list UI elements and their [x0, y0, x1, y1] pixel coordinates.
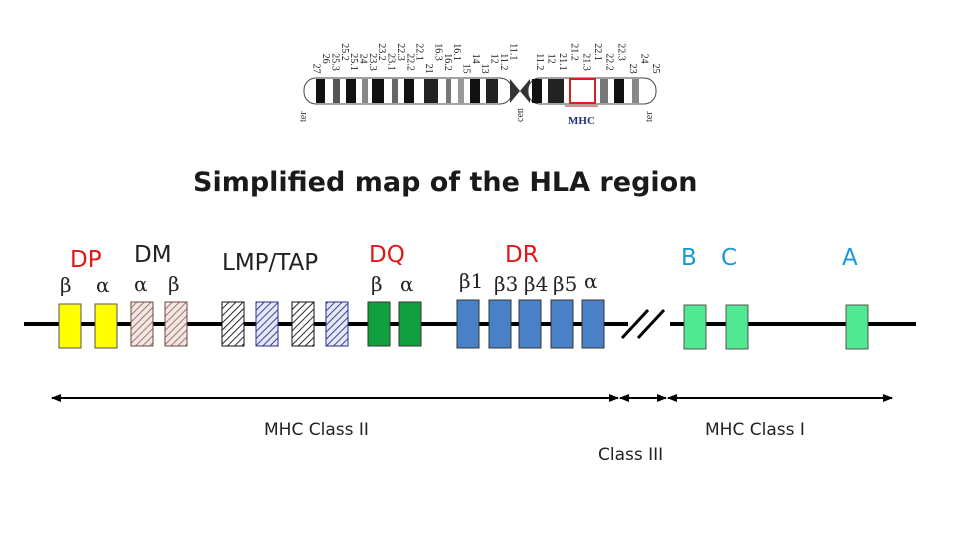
chromosome-ideogram: 272625.325.225.12423.323.223.122.322.222… [298, 43, 661, 127]
p-arm-band-label: 12 [489, 54, 500, 64]
dq-alpha-label: α [400, 272, 414, 296]
p-arm-band-label: 24 [358, 54, 369, 64]
q-arm-band-label: 21.3 [580, 53, 591, 70]
dr-beta1-gene [456, 299, 480, 349]
p-arm-band-label: 14 [470, 54, 481, 64]
q-arm-band-label: 12 [545, 54, 556, 64]
p-arm-band-label: 26 [320, 54, 331, 64]
ter-left-label: ter [298, 111, 309, 122]
dr-alpha-gene [581, 299, 605, 349]
band-labels: 272625.325.225.12423.323.223.122.322.222… [311, 43, 662, 73]
lmp-gene-1 [221, 301, 245, 347]
p-arm-band-label: 25.3 [329, 53, 340, 70]
dp-beta-label: β [60, 273, 72, 297]
b-label: B [681, 245, 697, 271]
q-arm-band-label: 21.2 [569, 43, 580, 61]
p-arm-band-label: 23.2 [376, 43, 387, 61]
hla-c-gene [725, 304, 749, 350]
dr-beta3-label: β3 [494, 272, 518, 296]
dp-alpha-label: α [96, 273, 110, 297]
q-arm-band-label: 25 [650, 64, 661, 74]
p-arm-band-label: 13 [479, 64, 490, 74]
dr-beta5-label: β5 [553, 272, 577, 296]
ter-right-label: ter [644, 111, 655, 122]
dr-beta4-label: β4 [524, 272, 548, 296]
gene-boxes [58, 299, 869, 350]
q-arm-band-label: 23 [627, 64, 638, 74]
p-arm-band-label: 11.1 [507, 43, 518, 60]
q-arm-band-label: 24 [639, 54, 650, 64]
dm-beta-gene [164, 301, 188, 347]
q-arm-band-label: 22.1 [592, 43, 603, 61]
class2-label: MHC Class II [264, 420, 369, 440]
p-arm-band-label: 22.3 [395, 43, 406, 61]
tap-gene-1 [255, 301, 279, 347]
diagram-title: Simplified map of the HLA region [193, 167, 697, 198]
p-arm-band-label: 21 [423, 64, 434, 74]
hla-a-gene [845, 304, 869, 350]
axis-break-icon [620, 308, 666, 340]
dr-beta5-gene [550, 299, 574, 349]
p-arm-band-label: 16.1 [451, 43, 462, 61]
p-arm-band-label: 22.2 [404, 53, 415, 70]
p-arm-band-label: 23.1 [386, 53, 397, 70]
dr-beta4-gene [518, 299, 542, 349]
mhc-label: MHC [568, 115, 595, 127]
p-arm-band-label: 16.2 [442, 53, 453, 70]
p-arm-band-label: 15 [461, 64, 472, 74]
p-arm-band-label: 22.1 [414, 43, 425, 61]
dq-label: DQ [369, 242, 405, 268]
q-arm-band-label: 21.1 [557, 53, 568, 70]
dm-label: DM [134, 242, 172, 268]
p-arm-band-label: 27 [311, 64, 322, 74]
c-label: C [721, 245, 737, 271]
dp-label: DP [70, 247, 102, 273]
dp-beta-gene [58, 303, 82, 349]
dq-beta-gene [367, 301, 391, 347]
lmp-gene-2 [291, 301, 315, 347]
hla-b-gene [683, 304, 707, 350]
lmp-tap-label: LMP/TAP [222, 250, 318, 276]
class1-label: MHC Class I [705, 420, 805, 440]
p-arm-band-label: 11.2 [498, 53, 509, 70]
class3-label: Class III [598, 445, 663, 465]
dm-alpha-label: α [134, 272, 148, 296]
dm-alpha-gene [130, 301, 154, 347]
dq-beta-label: β [371, 272, 383, 296]
q-arm-band-label: 11.2 [534, 53, 545, 70]
p-arm-band-label: 25.2 [339, 43, 350, 61]
q-arm-band-label: 22.2 [604, 53, 615, 70]
dr-label: DR [505, 242, 539, 268]
q-arm-band-label: 22.3 [615, 43, 626, 61]
dr-alpha-label: α [584, 269, 598, 293]
dq-alpha-gene [398, 301, 422, 347]
dr-beta3-gene [488, 299, 512, 349]
dp-alpha-gene [94, 303, 118, 349]
dr-beta1-label: β1 [459, 269, 483, 293]
tap-gene-2 [325, 301, 349, 347]
chromosome-body [303, 77, 657, 107]
a-label: A [842, 245, 858, 271]
p-arm-band-label: 25.1 [348, 53, 359, 70]
p-arm-band-label: 16.3 [432, 43, 443, 61]
centromere-label: cen [515, 108, 526, 122]
dm-beta-label: β [168, 272, 180, 296]
p-arm-band-label: 23.3 [367, 53, 378, 70]
